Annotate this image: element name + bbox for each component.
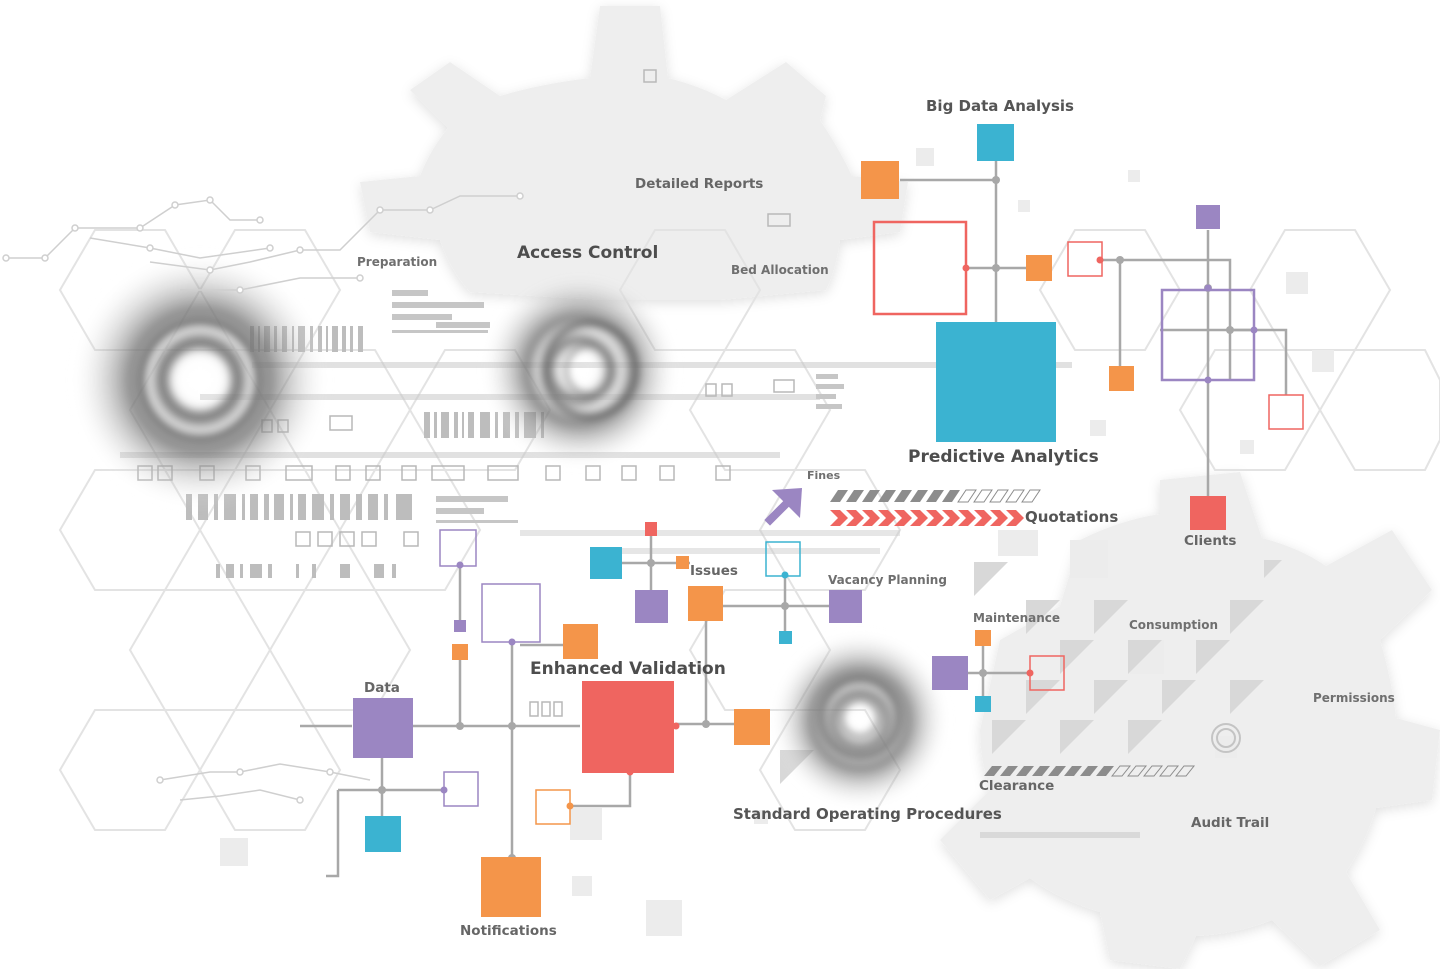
decorative-squares <box>220 148 1334 936</box>
dotted-circuit <box>2 192 524 804</box>
triangle-pattern <box>780 560 1282 784</box>
notifications-node <box>481 857 541 917</box>
label-permissions: Permissions <box>1313 691 1395 705</box>
label-vacancy-planning: Vacancy Planning <box>828 573 947 587</box>
label-fines: Fines <box>807 469 841 482</box>
fines-arrow-icon <box>764 488 802 526</box>
colored-dots <box>440 256 1258 810</box>
purple-square <box>454 620 466 632</box>
blue-square <box>779 631 792 644</box>
orange-square <box>688 586 723 621</box>
small-gear-icon <box>1211 723 1241 753</box>
orange-square <box>1026 255 1052 281</box>
blue-square <box>365 816 401 852</box>
blurred-rings <box>70 250 950 810</box>
outline-boxes-row <box>137 69 795 717</box>
label-issues: Issues <box>690 563 738 579</box>
label-maintenance: Maintenance <box>973 611 1061 625</box>
red-square <box>645 522 657 536</box>
clearance-progress-bar <box>984 765 1196 777</box>
label-clients: Clients <box>1184 533 1237 549</box>
predictive-analytics-node <box>936 322 1056 442</box>
dash-rows <box>392 290 844 523</box>
enhanced-validation-node <box>582 681 674 773</box>
label-standard-operating-procedures: Standard Operating Procedures <box>733 805 1002 823</box>
label-quotations: Quotations <box>1025 508 1119 526</box>
purple-square <box>1196 205 1220 229</box>
gear-bottom-right <box>940 472 1440 969</box>
blue-square <box>975 696 991 712</box>
label-detailed-reports: Detailed Reports <box>635 176 764 192</box>
label-access-control: Access Control <box>517 243 659 263</box>
big-data-analysis-node <box>977 124 1014 161</box>
orange-square <box>861 161 899 199</box>
label-bed-allocation: Bed Allocation <box>731 263 829 277</box>
colored-nodes <box>353 124 1226 917</box>
label-notifications: Notifications <box>460 923 557 939</box>
label-enhanced-validation: Enhanced Validation <box>530 659 726 679</box>
orange-square <box>734 709 770 745</box>
quotations-chevrons <box>830 510 1024 526</box>
purple-square <box>932 656 968 690</box>
label-data: Data <box>364 680 400 696</box>
clients-node <box>1190 496 1226 530</box>
label-audit-trail: Audit Trail <box>1191 815 1270 831</box>
data-node <box>353 698 413 758</box>
label-preparation: Preparation <box>357 255 438 269</box>
blue-square <box>590 547 622 579</box>
fines-progress-bar <box>830 489 1041 503</box>
label-clearance: Clearance <box>979 778 1055 794</box>
orange-square <box>1109 366 1134 391</box>
orange-square <box>563 624 598 659</box>
label-consumption: Consumption <box>1129 618 1219 632</box>
orange-square <box>676 556 689 569</box>
label-predictive-analytics: Predictive Analytics <box>908 447 1099 467</box>
purple-square <box>635 590 668 623</box>
label-big-data-analysis: Big Data Analysis <box>926 97 1074 115</box>
orange-square <box>975 630 991 646</box>
purple-square <box>829 590 862 623</box>
orange-square <box>452 644 468 660</box>
connector-lines <box>300 160 1288 878</box>
